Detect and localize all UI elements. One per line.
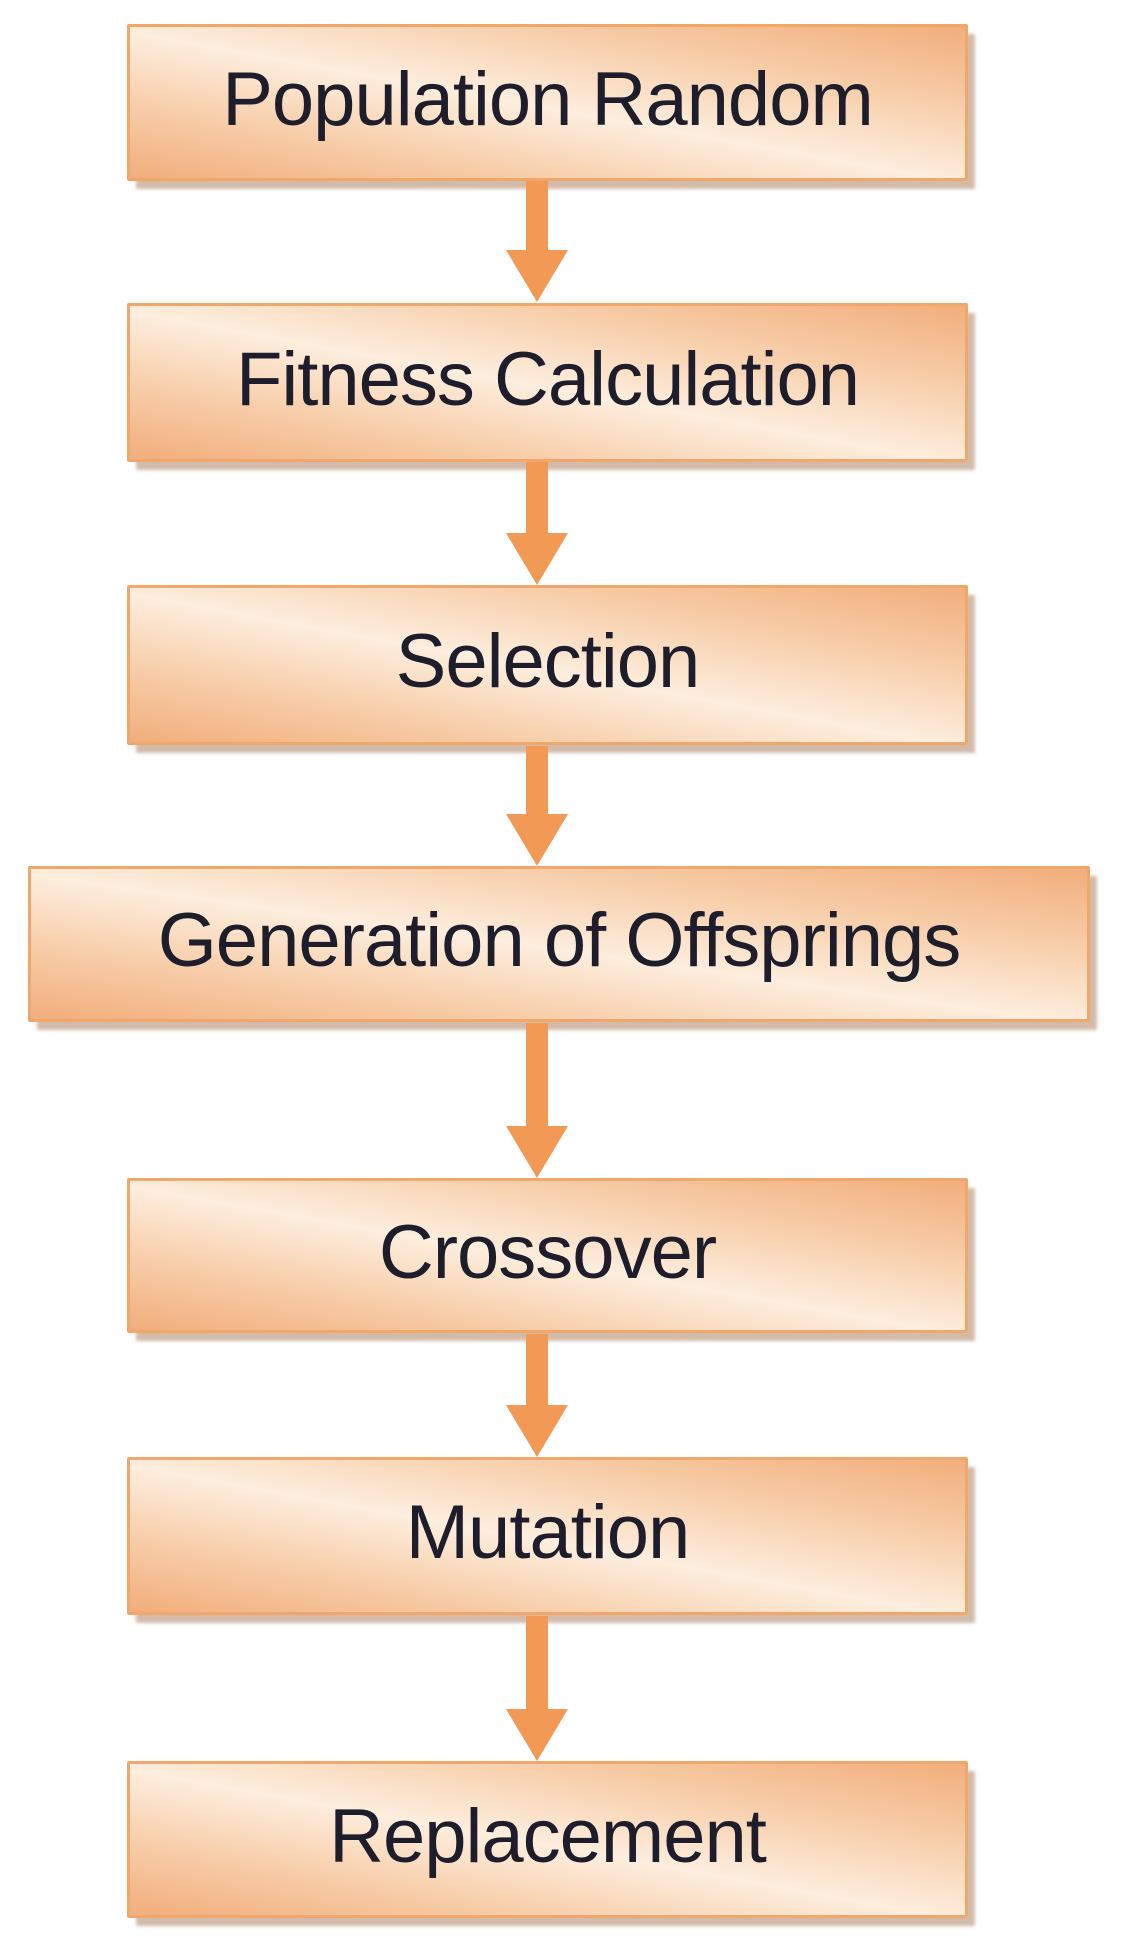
flow-step-label: Crossover <box>378 1209 717 1295</box>
flow-step-label: Generation of Offsprings <box>157 898 962 983</box>
arrow-head <box>506 250 568 302</box>
arrow-head <box>506 1709 568 1761</box>
down-arrow-icon <box>506 1334 568 1457</box>
arrow-shaft <box>526 1616 548 1709</box>
flow-step-label: Mutation <box>405 1490 690 1575</box>
arrow-head <box>506 1405 568 1457</box>
down-arrow-icon <box>506 746 568 866</box>
flow-step-label: Replacement <box>329 1793 767 1879</box>
arrow-shaft <box>526 746 548 814</box>
arrow-shaft <box>526 1334 548 1405</box>
flow-step-population-random: Population Random <box>127 24 968 181</box>
arrow-head <box>506 814 568 866</box>
arrow-shaft <box>526 181 548 250</box>
down-arrow-icon <box>506 462 568 585</box>
arrow-shaft <box>526 1023 548 1126</box>
flow-step-crossover: Crossover <box>127 1178 968 1333</box>
flow-step-mutation: Mutation <box>127 1457 968 1615</box>
flow-step-generation-of-offsprings: Generation of Offsprings <box>28 866 1090 1022</box>
down-arrow-icon <box>506 181 568 302</box>
down-arrow-icon <box>506 1616 568 1761</box>
arrow-head <box>506 1126 568 1178</box>
flow-step-replacement: Replacement <box>127 1761 968 1918</box>
down-arrow-icon <box>506 1023 568 1178</box>
arrow-shaft <box>526 462 548 533</box>
flow-step-label: Fitness Calculation <box>235 336 860 422</box>
flow-step-label: Selection <box>395 619 701 704</box>
flow-step-label: Population Random <box>222 56 874 142</box>
flow-step-fitness-calculation: Fitness Calculation <box>127 303 968 462</box>
arrow-head <box>506 533 568 585</box>
flow-step-selection: Selection <box>127 585 968 745</box>
